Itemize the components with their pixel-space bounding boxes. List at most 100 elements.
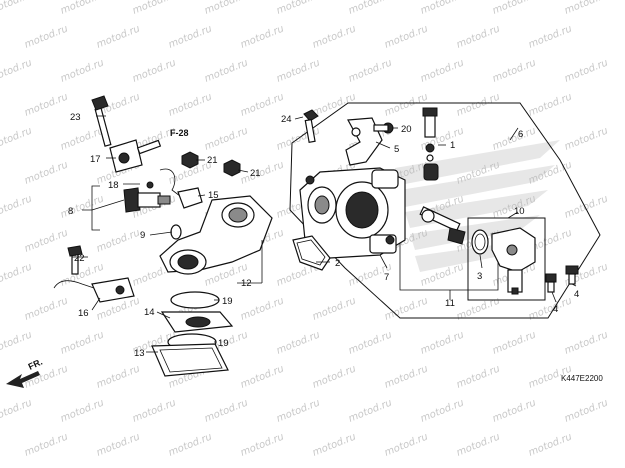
watermark-text: motod.ru [419,0,466,17]
watermark-text: motod.ru [131,397,178,424]
watermark-text: motod.ru [311,91,358,118]
watermark-text: motod.ru [0,193,34,220]
watermark-text: motod.ru [59,397,106,424]
watermark-text: motod.ru [0,329,34,356]
drawing-code: K447E2200 [561,374,603,383]
watermark-text: motod.ru [239,159,286,186]
watermark-text: motod.ru [311,295,358,322]
watermark-text: motod.ru [59,193,106,220]
watermark-text: motod.ru [455,23,502,50]
front-direction-label: FR. [27,357,44,372]
callout-11: 11 [445,298,455,309]
watermark-text: motod.ru [59,0,106,17]
watermark-text: motod.ru [419,397,466,424]
watermark-text: motod.ru [239,363,286,390]
o-ring-19a [170,291,220,309]
watermark-text: motod.ru [203,0,250,17]
callout-4a: 4 [574,289,579,300]
callout-9: 9 [140,230,145,241]
watermark-text: motod.ru [383,431,430,458]
callout-7: 7 [384,272,389,283]
assembly-frame-10 [467,217,546,301]
watermark-text: motod.ru [527,23,574,50]
screw-4a [545,273,557,293]
watermark-text: motod.ru [491,397,538,424]
watermark-text: motod.ru [275,0,322,17]
bracket-5 [345,117,383,166]
watermark-text: motod.ru [527,91,574,118]
watermark-text: motod.ru [563,397,610,424]
watermark-text: motod.ru [23,227,70,254]
callout-19b: 19 [218,338,229,349]
watermark-text: motod.ru [563,0,610,17]
watermark-text: motod.ru [347,0,394,17]
callout-18: 18 [108,180,119,191]
callout-15: 15 [208,190,219,201]
watermark-text: motod.ru [0,57,34,84]
callout-3: 3 [477,271,482,282]
watermark-text: motod.ru [203,57,250,84]
watermark-text: motod.ru [527,431,574,458]
watermark-text: motod.ru [563,193,610,220]
injector-8 [123,181,171,213]
watermark-text: motod.ru [0,125,34,152]
watermark-text: motod.ru [455,363,502,390]
watermark-text: motod.ru [23,159,70,186]
seal-9 [170,224,182,240]
screw-set-1 [422,107,439,181]
watermark-text: motod.ru [23,91,70,118]
nut-21b [223,159,241,177]
watermark-text: motod.ru [491,57,538,84]
watermark-text: motod.ru [23,23,70,50]
watermark-text: motod.ru [23,295,70,322]
gasket-14 [160,311,234,333]
callout-20: 20 [401,124,412,135]
callout-10: 10 [514,206,525,217]
callout-24: 24 [281,114,292,125]
gasket-13 [151,343,229,377]
screw-20 [373,122,394,134]
watermark-text: motod.ru [95,363,142,390]
sensor-16 [53,245,135,303]
watermark-text: motod.ru [419,329,466,356]
callout-21b: 21 [250,168,261,179]
callout-19a: 19 [222,296,233,307]
watermark-text: motod.ru [383,363,430,390]
watermark-text: motod.ru [563,125,610,152]
nut-21a [181,151,199,169]
bolt-11 [419,206,466,245]
watermark-text: motod.ru [563,329,610,356]
callout-5: 5 [394,144,399,155]
watermark-text: motod.ru [95,23,142,50]
watermark-text: motod.ru [275,57,322,84]
watermark-text: motod.ru [131,0,178,17]
front-direction-arrow [6,371,40,388]
o-ring-3 [471,229,489,255]
watermark-text: motod.ru [59,57,106,84]
watermark-text: motod.ru [167,431,214,458]
watermark-text: motod.ru [455,91,502,118]
callout-12: 12 [241,278,252,289]
watermark-text: motod.ru [347,57,394,84]
watermark-text: motod.ru [275,329,322,356]
watermark-text: motod.ru [59,125,106,152]
callout-16: 16 [78,308,89,319]
leader-lines [72,115,577,353]
watermark-text: motod.ru [167,91,214,118]
watermark-text: motod.ru [239,431,286,458]
hose-15 [159,168,203,209]
callout-21a: 21 [207,155,218,166]
watermark-text: motod.ru [311,431,358,458]
watermark-text: motod.ru [59,329,106,356]
watermark-text: motod.ru [419,57,466,84]
callout-13: 13 [134,348,145,359]
callout-labels: 1 2 3 4 4 5 6 7 8 9 10 11 12 13 14 15 16… [27,112,604,383]
watermark-text: motod.ru [311,23,358,50]
throttle-body [299,167,406,259]
watermark-text: motod.ru [95,431,142,458]
callout-1: 1 [450,140,455,151]
watermark-text: motod.ru [131,57,178,84]
watermark-text: motod.ru [347,329,394,356]
reference-f28: F-28 [170,128,189,138]
watermark-text: motod.ru [167,23,214,50]
